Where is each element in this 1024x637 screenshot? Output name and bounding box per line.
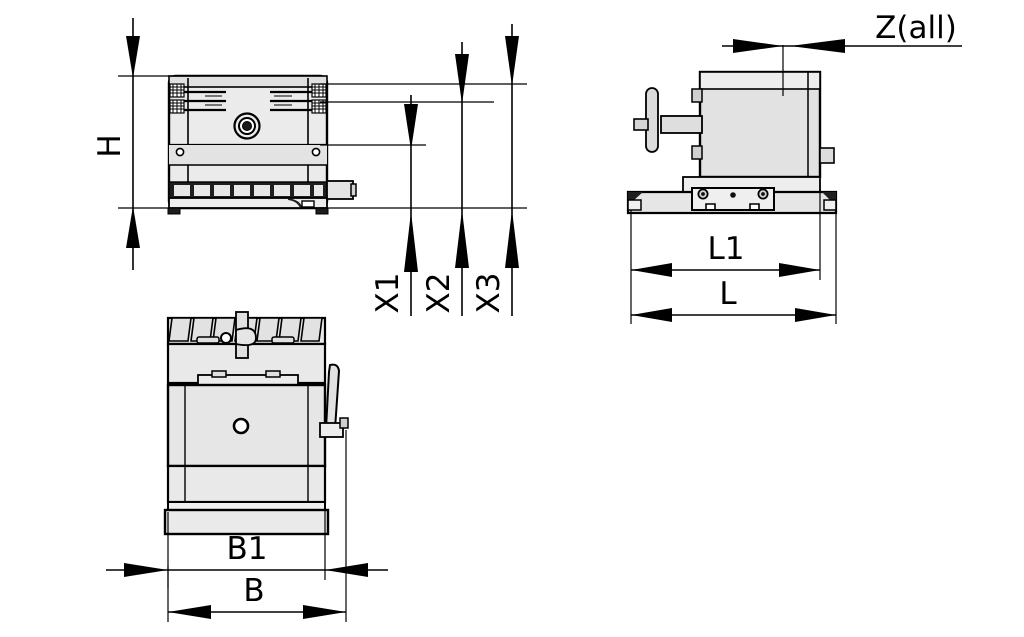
dim-X1-arrow-top [404,104,418,150]
side-lower-boss [691,145,703,160]
top-jaw-tab-right [271,336,295,344]
front-right-pin-hole [311,147,321,157]
dim-B-arrow-left [168,605,211,619]
dim-Zall-label: Z(all) [875,10,957,46]
side-clamp-screw-right-center [761,192,765,196]
top-clamp-lever-pin [339,417,349,429]
front-right-corner-knurl [311,83,327,114]
top-clamp-lever-base [319,422,344,438]
dim-B1: B1 [106,531,388,577]
front-top-plate [168,75,328,88]
top-bracket-boss-left [211,370,227,378]
side-base-left-chamfer [628,192,643,200]
dim-X2-arrow-bottom [455,210,469,268]
dim-L-label: L [719,276,737,312]
dim-Zall-arrow-right [790,39,845,53]
side-clamp-screw-left-center [701,192,705,196]
dim-X3-label: X3 [471,273,507,314]
dim-Zall-arrow-left [733,39,783,53]
dim-L1-arrow-left [631,263,672,277]
top-bracket-boss-right [265,370,281,378]
dim-H-arrow-top [126,36,140,78]
side-upper-boss [691,88,703,103]
dim-X2-arrow-top [455,54,469,104]
dim-H-arrow-bottom [126,206,140,248]
dim-L1: L1 [631,231,820,277]
top-center-bore [232,417,250,435]
top-base-lip [167,501,326,511]
dim-H-label: H [92,134,128,157]
dim-X2-label: X2 [421,273,457,314]
dim-X3-arrow-top [505,36,519,86]
front-extension-lines [118,75,527,209]
front-view [167,74,357,215]
front-mid-band [169,145,327,165]
dim-B: B [168,573,346,619]
side-extension-lines [630,45,837,324]
top-view [163,311,349,536]
top-spindle-collar [235,327,257,347]
top-spindle-pin-hole [220,332,232,344]
dim-B1-label: B1 [227,531,268,567]
dim-X1: X1 [370,95,418,316]
front-spindle-stub [326,180,357,200]
dim-B-label: B [243,573,264,609]
side-tenon-notch-left [705,203,716,210]
front-right-foot [315,207,329,215]
front-left-pin-hole [175,147,185,157]
front-center-boss [233,112,261,140]
dim-Zall: Z(all) [722,10,962,53]
dim-X3: X3 [471,24,519,316]
top-jaw-tab-left [196,336,220,344]
front-base-slot-row [168,181,328,199]
dim-X1-arrow-bottom [404,212,418,272]
side-body-top-band [699,71,821,90]
side-right-foot-lip [823,199,837,211]
dim-X3-arrow-bottom [505,210,519,268]
side-clamp-center-hole [730,192,736,198]
top-base-plate [163,508,330,536]
dim-L-arrow-left [631,308,672,322]
dim-X1-label: X1 [370,273,406,314]
side-crank-knob [633,118,649,131]
front-serration-mask [226,88,270,114]
dim-L: L [631,276,836,322]
side-base-right-chamfer [822,192,836,200]
dim-X2: X2 [421,42,469,316]
dim-L1-arrow-right [779,263,820,277]
front-base-fillet [288,198,302,208]
front-left-corner-knurl [169,83,185,114]
dim-B1-arrow-left [124,563,168,577]
front-left-foot [167,207,181,215]
dim-B-arrow-right [303,605,346,619]
side-left-foot-lip [627,199,642,211]
side-tenon-notch-right [749,203,760,210]
dim-L1-label: L1 [708,231,745,267]
top-clamp-lever [319,363,349,438]
dim-H: H [92,18,140,270]
dim-L-arrow-right [795,308,836,322]
front-face-ribs [205,95,292,106]
top-mid-band [166,464,327,504]
side-spindle-shaft [660,115,703,134]
side-right-stub [819,147,835,164]
front-base-notch [301,200,315,208]
front-base-plate [168,197,328,209]
dim-B1-arrow-right [325,563,368,577]
